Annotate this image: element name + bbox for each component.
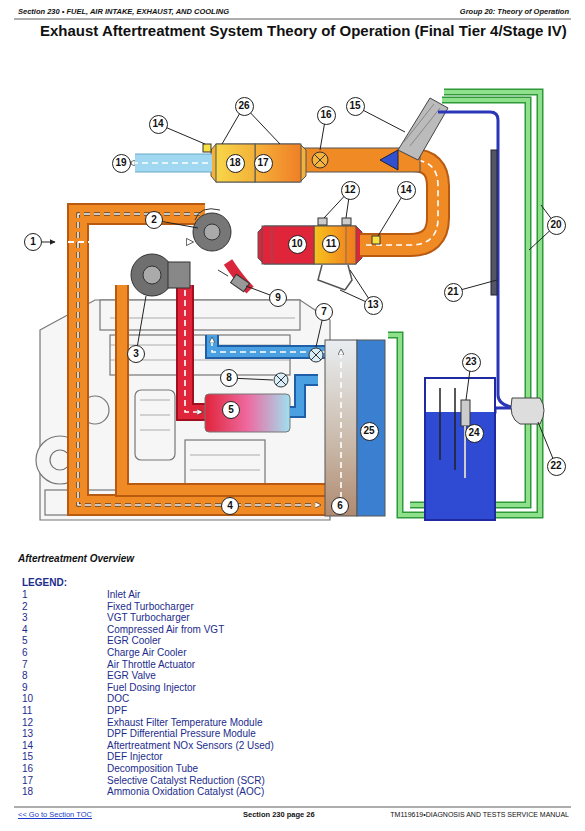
legend-name: EGR Valve xyxy=(107,670,156,681)
legend-name: Aftertreatment NOx Sensors (2 Used) xyxy=(107,740,274,751)
callout-text: 7 xyxy=(321,307,327,317)
callout-number: 24 xyxy=(465,424,484,443)
callout-number: 5 xyxy=(222,401,240,419)
legend-number: 17 xyxy=(22,775,33,786)
callout-number: 6 xyxy=(331,497,349,515)
callout-text: 5 xyxy=(228,405,234,415)
callout-text: 14 xyxy=(152,119,163,129)
callout-number: 13 xyxy=(364,296,383,315)
callout-number: 19 xyxy=(112,154,131,173)
callout-text: 17 xyxy=(257,158,268,168)
callout-text: 24 xyxy=(468,428,479,438)
legend-number: 1 xyxy=(22,589,28,600)
callout-text: 12 xyxy=(344,185,355,195)
legend-name: DOC xyxy=(107,693,129,704)
legend-name: Charge Air Cooler xyxy=(107,647,186,658)
callout-number: 25 xyxy=(360,422,379,441)
callout-text: 16 xyxy=(320,110,331,120)
callout-text: 11 xyxy=(326,239,337,249)
callout-text: 1 xyxy=(30,237,36,247)
callout-number: 11 xyxy=(322,235,340,253)
callout-number: 9 xyxy=(269,289,287,307)
legend-number: 13 xyxy=(22,728,33,739)
legend-number: 12 xyxy=(22,717,33,728)
legend-name: Selective Catalyst Reduction (SCR) xyxy=(107,775,265,786)
legend-number: 6 xyxy=(22,647,28,658)
legend-number: 5 xyxy=(22,635,28,646)
callout-text: 2 xyxy=(151,215,157,225)
legend-name: Compressed Air from VGT xyxy=(107,624,224,635)
page-number: Section 230 page 26 xyxy=(243,811,315,819)
callout-number: 4 xyxy=(221,497,239,515)
legend-name: EGR Cooler xyxy=(107,635,161,646)
header-text: Group 20: Theory of Operation xyxy=(460,8,569,16)
callout-text: 4 xyxy=(227,501,233,511)
callout-number: 20 xyxy=(547,216,566,235)
callout-text: 13 xyxy=(367,300,378,310)
callout-text: 14 xyxy=(400,185,411,195)
callout-number: 22 xyxy=(547,457,566,476)
callout-number: 12 xyxy=(341,181,360,200)
callout-number: 14 xyxy=(397,181,416,200)
callout-number: 3 xyxy=(127,345,145,363)
legend-number: 3 xyxy=(22,612,28,623)
legend-name: Fuel Dosing Injector xyxy=(107,682,196,693)
legend-number: 11 xyxy=(22,705,32,716)
legend-number: 18 xyxy=(22,786,33,797)
callout-number: 7 xyxy=(315,303,333,321)
manual-id: TM119619•DIAGNOSIS AND TESTS SERVICE MAN… xyxy=(390,811,569,819)
callout-text: 18 xyxy=(229,158,240,168)
legend-number: 10 xyxy=(22,693,33,704)
callout-number: 26 xyxy=(235,97,254,116)
legend-number: 15 xyxy=(22,751,33,762)
legend-number: 8 xyxy=(22,670,28,681)
callout-number: 23 xyxy=(462,353,481,372)
callout-text: 22 xyxy=(550,461,561,471)
legend-number: 7 xyxy=(22,659,28,670)
legend-name: DEF Injector xyxy=(107,751,163,762)
legend-name: DPF Differential Pressure Module xyxy=(107,728,256,739)
legend-number: 9 xyxy=(22,682,28,693)
callout-text: 10 xyxy=(291,239,302,249)
callout-number: 15 xyxy=(346,97,365,116)
callout-text: 25 xyxy=(363,426,374,436)
callout-number: 17 xyxy=(254,154,273,173)
callout-text: 26 xyxy=(238,101,249,111)
legend-name: DPF xyxy=(107,705,127,716)
callout-text: 15 xyxy=(349,101,360,111)
callout-number: 21 xyxy=(444,283,463,302)
callout-number: 1 xyxy=(24,233,42,251)
legend-name: Exhaust Filter Temperature Module xyxy=(107,717,262,728)
callout-number: 18 xyxy=(226,154,245,173)
legend-heading: LEGEND: xyxy=(22,577,67,588)
legend-name: Decomposition Tube xyxy=(107,763,198,774)
callout-text: 19 xyxy=(115,158,126,168)
header-text: Section 230 • FUEL, AIR INTAKE, EXHAUST,… xyxy=(18,8,229,16)
legend-number: 4 xyxy=(22,624,28,635)
page-title: Exhaust Aftertreatment System Theory of … xyxy=(40,22,570,40)
legend-name: Inlet Air xyxy=(107,589,140,600)
callout-text: 21 xyxy=(447,287,458,297)
callout-number: 16 xyxy=(317,106,336,125)
callout-number: 8 xyxy=(220,369,238,387)
legend-name: Fixed Turbocharger xyxy=(107,601,194,612)
toc-link: << Go to Section TOC xyxy=(18,811,92,819)
callout-text: 8 xyxy=(226,373,232,383)
legend-name: VGT Turbocharger xyxy=(107,612,190,623)
legend-number: 16 xyxy=(22,763,33,774)
legend-name: Ammonia Oxidation Catalyst (AOC) xyxy=(107,786,264,797)
figure-caption: Aftertreatment Overview xyxy=(18,553,134,564)
legend-name: Air Throttle Actuator xyxy=(107,659,195,670)
legend-number: 2 xyxy=(22,601,28,612)
callout-number: 14 xyxy=(149,115,168,134)
callout-text: 9 xyxy=(275,293,281,303)
callout-number: 10 xyxy=(288,235,307,254)
legend-number: 14 xyxy=(22,740,33,751)
callout-text: 6 xyxy=(337,501,343,511)
callout-text: 23 xyxy=(465,357,476,367)
callout-text: 3 xyxy=(133,349,139,359)
callout-number: 2 xyxy=(145,211,163,229)
callout-text: 20 xyxy=(550,220,561,230)
